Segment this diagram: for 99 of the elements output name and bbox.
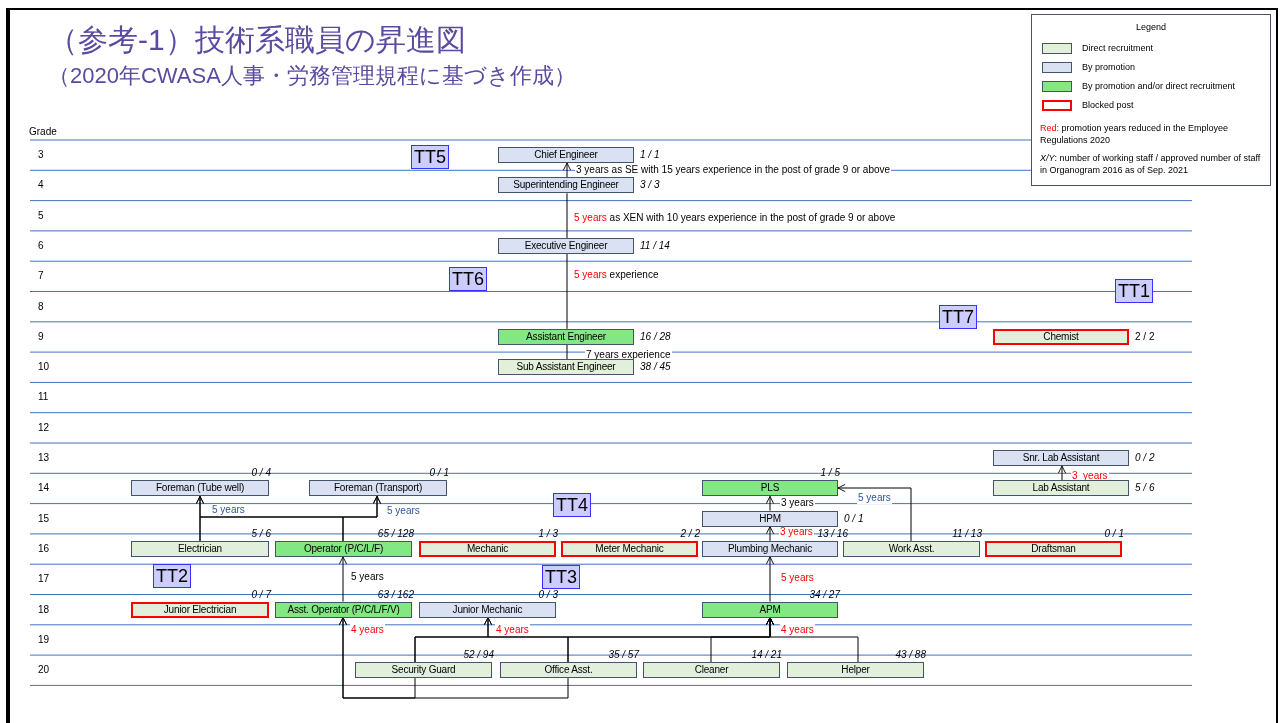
grade-number: 6 <box>38 239 44 252</box>
legend-text: Blocked post <box>1082 100 1134 111</box>
job-box: Assistant Engineer <box>498 328 634 345</box>
job-box: Work Asst. <box>843 540 980 557</box>
legend-text: By promotion and/or direct recruitment <box>1082 81 1236 92</box>
edge-label: 5 years <box>780 572 815 584</box>
job-box: Helper <box>787 662 924 679</box>
job-box: Junior Electrician <box>131 601 269 618</box>
staff-ratio: 0 / 1 <box>844 512 864 525</box>
legend-title: Legend <box>1134 21 1167 34</box>
job-box: Plumbing Mechanic <box>702 540 838 557</box>
grade-number: 5 <box>38 209 44 222</box>
grade-number: 18 <box>38 603 50 616</box>
tag-box: TT5 <box>411 145 449 169</box>
edge-label: 5 years <box>857 492 892 504</box>
grade-number: 15 <box>38 512 50 525</box>
edge-label: 3 years as SE with 15 years experience in the post of grade 9 or above <box>575 164 892 176</box>
staff-ratio: 0 / 7 <box>251 588 271 601</box>
staff-ratio: 35 / 57 <box>608 649 639 662</box>
subtitle: （2020年CWASA人事・労務管理規程に基づき作成） <box>48 62 576 90</box>
job-box: Draftsman <box>985 540 1122 557</box>
tag-box: TT1 <box>1115 279 1153 303</box>
edge-label: 5 years experience <box>573 269 660 281</box>
tag-box: TT3 <box>542 565 580 589</box>
grade-number: 13 <box>38 452 50 464</box>
edge-label: 7 years experience <box>585 349 672 361</box>
edge-label: 4 years <box>350 624 385 636</box>
job-box: Mechanic <box>419 540 556 557</box>
job-box: Asst. Operator (P/C/L/F/V) <box>275 601 412 618</box>
legend-text: By promotion <box>1082 62 1136 73</box>
job-box: Cleaner <box>643 662 780 679</box>
job-box: Office Asst. <box>500 662 637 679</box>
edge-label: 4 years <box>495 624 530 636</box>
edge-label: 5 years <box>350 571 385 583</box>
job-box: Chief Engineer <box>498 147 634 163</box>
grade-number: 8 <box>38 300 44 313</box>
grade-number: 14 <box>38 482 50 495</box>
staff-ratio: 16 / 28 <box>640 330 671 343</box>
job-box: Executive Engineer <box>498 237 634 254</box>
edge-label: 3 years <box>780 497 815 509</box>
grade-number: 11 <box>38 391 49 404</box>
grade-number: 16 <box>38 542 50 555</box>
job-box: Operator (P/C/L/F) <box>275 540 412 557</box>
job-box: Security Guard <box>355 662 492 679</box>
edge-label: 5 years <box>386 505 421 517</box>
staff-ratio: 1 / 1 <box>640 149 660 161</box>
staff-ratio: 0 / 2 <box>1135 452 1155 464</box>
staff-ratio: 2 / 2 <box>1135 330 1155 343</box>
title: （参考-1）技術系職員の昇進図 <box>48 22 466 58</box>
grade-number: 4 <box>38 179 44 192</box>
grade-number: 12 <box>38 421 50 434</box>
staff-ratio: 11 / 13 <box>952 527 982 540</box>
staff-ratio: 3 / 3 <box>640 179 660 192</box>
staff-ratio: 52 / 94 <box>463 649 494 662</box>
job-box: PLS <box>702 480 838 497</box>
tag-box: TT4 <box>553 493 591 517</box>
staff-ratio: 14 / 21 <box>751 649 782 662</box>
legend-text: Direct recruitment <box>1082 43 1153 54</box>
job-box: Foreman (Transport) <box>309 480 447 497</box>
job-box: Superintending Engineer <box>498 177 634 194</box>
grade-number: 3 <box>38 149 44 161</box>
staff-ratio: 38 / 45 <box>640 361 671 374</box>
job-box: Electrician <box>131 540 269 557</box>
grade-number: 17 <box>38 573 50 586</box>
staff-ratio: 2 / 2 <box>680 527 700 540</box>
axis-title: Grade <box>29 125 57 139</box>
job-box: Chemist <box>993 328 1129 345</box>
grade-number: 19 <box>38 633 50 646</box>
job-box: Junior Mechanic <box>419 601 556 618</box>
job-box: Sub Assistant Engineer <box>498 359 634 376</box>
job-box: Foreman (Tube well) <box>131 480 269 497</box>
staff-ratio: 0 / 1 <box>1104 527 1124 540</box>
staff-ratio: 13 / 16 <box>817 527 848 540</box>
job-box: Snr. Lab Assistant <box>993 450 1129 466</box>
grade-number: 7 <box>38 270 44 283</box>
staff-ratio: 5 / 6 <box>251 527 271 540</box>
edge-label: 5 years <box>211 504 246 516</box>
edge-label: 5 years as XEN with 10 years experience in the post of grade 9 or above <box>573 212 897 224</box>
staff-ratio: 65 / 128 <box>377 527 414 540</box>
grade-number: 9 <box>38 330 44 343</box>
staff-ratio: 43 / 88 <box>895 649 926 662</box>
staff-ratio: 11 / 14 <box>640 239 670 252</box>
job-box: Meter Mechanic <box>561 540 698 557</box>
tag-box: TT2 <box>153 564 191 588</box>
tag-box: TT7 <box>939 305 977 329</box>
edge-label: 4 years <box>780 624 815 636</box>
job-box: Lab Assistant <box>993 480 1129 497</box>
job-box: HPM <box>702 510 838 527</box>
staff-ratio: 5 / 6 <box>1135 482 1155 495</box>
tag-box: TT6 <box>449 267 487 291</box>
legend-note: X/Y: number of working staff / approved number of staff in Organogram 2016 as of Sep. 2021 <box>1040 152 1262 176</box>
staff-ratio: 0 / 3 <box>538 588 558 601</box>
job-box: APM <box>702 601 838 618</box>
staff-ratio: 0 / 1 <box>429 467 449 480</box>
legend-note: Red: promotion years reduced in the Employee Regulations 2020 <box>1040 122 1230 146</box>
grade-number: 20 <box>38 664 50 677</box>
staff-ratio: 1 / 5 <box>820 467 840 480</box>
grade-number: 10 <box>38 361 50 374</box>
staff-ratio: 1 / 3 <box>538 527 558 540</box>
